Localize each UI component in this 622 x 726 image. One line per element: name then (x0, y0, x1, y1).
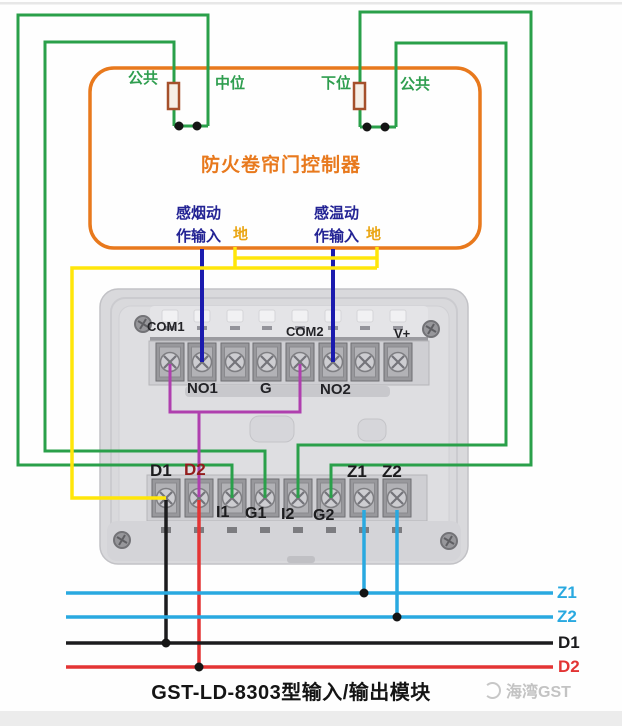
case-screw-slot (139, 318, 147, 330)
wire-green-inner-left (43, 40, 267, 498)
terminal-label-i2: I2 (281, 506, 295, 523)
module-caption: GST-LD-8303型输入/输出模块 (151, 682, 431, 704)
base-slot (293, 527, 303, 533)
gst-logo-icon (484, 681, 501, 699)
recess-slot (185, 386, 390, 397)
wire-green-inner-right (296, 41, 508, 498)
resistor (166, 81, 181, 111)
module-base (107, 521, 461, 561)
heat-ground-label: 地 (366, 226, 382, 243)
resistor (352, 81, 367, 111)
wiring-overlay (16, 10, 553, 672)
label-common-right: 公共 (400, 76, 431, 93)
terminal-label-vplus: V+ (394, 326, 411, 341)
gst-watermark-text: 海湾GST (506, 684, 571, 701)
junction-dot (194, 662, 204, 672)
base-slot (260, 527, 270, 533)
base-slot (326, 527, 336, 533)
terminal-tab (258, 309, 276, 323)
terminal-label-g1: G1 (245, 505, 267, 522)
terminal-tab-mark (262, 326, 272, 330)
wire-green-outer-left (16, 13, 234, 498)
base-slot (227, 527, 237, 533)
panel-detail (249, 415, 295, 443)
bottom-edge-band (0, 711, 622, 726)
terminal-tab (291, 309, 309, 323)
terminal-strip-shadow (150, 337, 428, 342)
terminal-label-no1: NO1 (187, 380, 218, 397)
wire-green-outer-right (329, 10, 533, 498)
junction-dot (362, 122, 372, 132)
terminal-label-g2: G2 (313, 507, 335, 524)
screw-slot (390, 491, 404, 505)
junction-dot (174, 121, 184, 131)
wire-yellow-main (70, 266, 377, 500)
controller-title: 防火卷帘门控制器 (201, 155, 362, 176)
screw-slot (192, 491, 206, 505)
screw-slot (163, 355, 177, 369)
terminal-label-com2: COM2 (286, 324, 324, 339)
bus-label-z2: Z2 (557, 607, 577, 626)
smoke-input-line2: 作输入 (176, 228, 222, 245)
terminal-label-d1: D1 (150, 461, 172, 480)
heat-input-line2: 作输入 (314, 228, 360, 245)
smoke-input-line1: 感烟动 (176, 205, 222, 222)
terminal-tab-mark (295, 326, 305, 330)
terminal-label-no2: NO2 (320, 381, 351, 398)
controller-box (88, 66, 482, 250)
screw-slot (293, 355, 307, 369)
gst-watermark: 海湾GST (484, 678, 571, 702)
terminal-label-i1: I1 (216, 504, 230, 521)
terminal-tab (161, 309, 179, 323)
terminal-tab-mark (360, 326, 370, 330)
terminal-tab (389, 309, 407, 323)
module-photo (99, 288, 469, 565)
case-screw-slot (427, 323, 435, 335)
junction-dot (392, 612, 402, 622)
screw-slot (260, 355, 274, 369)
terminal-tab (226, 309, 244, 323)
wire-purple-com-link (168, 364, 302, 414)
terminal-label-com1: COM1 (147, 319, 185, 334)
bus-label-d1: D1 (558, 633, 580, 652)
terminal-label-d2: D2 (184, 460, 206, 479)
base-notch (287, 556, 315, 563)
junction-dot (161, 638, 171, 648)
terminal-tab-mark (230, 326, 240, 330)
heat-input-line1: 感温动 (314, 205, 360, 222)
top-edge-line (0, 2, 622, 5)
junction-dot (380, 122, 390, 132)
screw-slot (357, 491, 371, 505)
terminal-label-z1: Z1 (347, 462, 367, 481)
junction-dot (359, 588, 369, 598)
terminal-tab (356, 309, 374, 323)
bus-label-d2: D2 (558, 657, 580, 676)
bus-label-z1: Z1 (557, 583, 577, 602)
terminal-label-g: G (260, 380, 272, 397)
screw-slot (391, 355, 405, 369)
terminal-tab-mark (393, 326, 403, 330)
terminal-label-z2: Z2 (382, 462, 402, 481)
label-middle: 中位 (215, 75, 246, 92)
case-screw-slot (445, 535, 453, 547)
label-common-left: 公共 (128, 70, 159, 87)
screw-slot (228, 355, 242, 369)
panel-detail (357, 418, 387, 442)
screw-slot (358, 355, 372, 369)
terminal-tab-mark (165, 326, 175, 330)
smoke-ground-label: 地 (233, 226, 249, 243)
case-screw-slot (118, 534, 126, 546)
label-lower: 下位 (321, 75, 352, 92)
junction-dot (192, 121, 202, 131)
